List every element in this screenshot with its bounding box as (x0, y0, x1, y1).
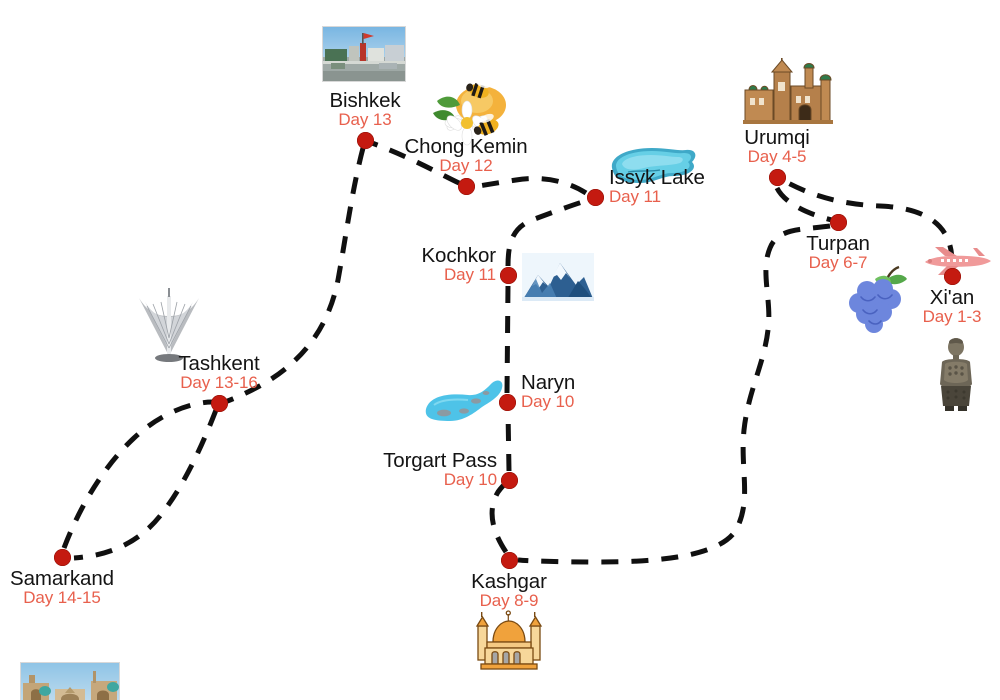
leg-tashkent-samarkand (73, 409, 219, 561)
river-icon (424, 375, 508, 431)
stop-days: Day 11 (443, 265, 496, 285)
stop-days: Day 6-7 (808, 253, 868, 273)
stop-name: Issyk Lake (609, 166, 705, 189)
stop-name: Tashkent (178, 352, 260, 376)
map-marker[interactable] (500, 551, 518, 569)
leg-bishkek-tashkent (221, 147, 366, 406)
stop-label-group: Chong Kemin Day 12 (404, 136, 527, 175)
map-marker[interactable] (210, 394, 228, 412)
leg-turpan-kashgar (517, 223, 831, 565)
stop-name: Xi'an (929, 286, 975, 309)
stop-label-group: Kochkor Day 11 (421, 245, 496, 284)
registan-photo (20, 662, 120, 700)
stop-name: Bishkek (329, 89, 401, 113)
stop-days: Day 13-16 (180, 373, 258, 393)
stop-days: Day 11 (609, 187, 662, 207)
leg-samarkand-tashkent (61, 399, 213, 549)
lake-icon (606, 142, 698, 190)
stop-days: Day 10 (443, 470, 497, 490)
map-marker[interactable] (356, 131, 374, 149)
leg-xian-urumqi (777, 175, 955, 263)
stop-label-group: Issyk Lake Day 11 (609, 167, 705, 206)
stop-name: Kashgar (471, 570, 547, 593)
stop-name: Naryn (521, 371, 576, 394)
map-marker[interactable] (943, 267, 961, 285)
grapes-icon (845, 265, 915, 333)
map-marker[interactable] (768, 168, 786, 186)
map-marker[interactable] (457, 177, 475, 195)
stop-name: Torgart Pass (383, 449, 497, 472)
stop-name: Urumqi (744, 126, 810, 150)
stop-days: Day 13 (338, 110, 392, 130)
stop-label-group: Xi'an Day 1-3 (923, 287, 982, 326)
stop-label-group: Turpan Day 6-7 (806, 233, 870, 272)
stop-label-group: Samarkand Day 14-15 (10, 568, 114, 607)
stop-label-group: Urumqi Day 4-5 (744, 126, 810, 167)
bishkek-square-photo (322, 26, 406, 82)
stop-label-group: Tashkent Day 13-16 (178, 353, 259, 392)
map-marker[interactable] (499, 266, 517, 284)
stop-days: Day 1-3 (922, 307, 982, 327)
leg-chongkemin-bishkek (371, 140, 461, 186)
stop-name: Chong Kemin (404, 135, 528, 159)
stop-label-group: Naryn Day 10 (521, 372, 575, 411)
mosque-tower-icon (743, 58, 833, 124)
terracotta-warrior-icon (932, 336, 980, 412)
stop-days: Day 14-15 (23, 588, 101, 608)
bee-flower-icon (427, 79, 511, 147)
leg-naryn-kochkor (504, 284, 511, 394)
stop-days: Day 10 (521, 392, 575, 412)
tashkent-tower-icon (127, 288, 211, 366)
leg-kashgar-torgart (489, 478, 511, 554)
stop-label-group: Torgart Pass Day 10 (383, 450, 497, 489)
map-marker[interactable] (500, 471, 518, 489)
leg-torgart-naryn (505, 410, 512, 472)
stop-name: Samarkand (10, 567, 114, 590)
stop-name: Turpan (806, 232, 870, 255)
stop-name: Kochkor (421, 244, 496, 267)
mountain-icon (522, 253, 594, 301)
map-marker[interactable] (498, 393, 516, 411)
stop-days: Day 4-5 (747, 147, 807, 167)
mosque-icon (472, 610, 546, 672)
stop-label-group: Kashgar Day 8-9 (471, 571, 547, 610)
map-marker[interactable] (53, 548, 71, 566)
stop-label-group: Bishkek Day 13 (329, 90, 400, 129)
leg-issyk-chongkemin (471, 176, 588, 196)
leg-urumqi-turpan (774, 186, 837, 224)
map-marker[interactable] (586, 188, 604, 206)
map-marker[interactable] (829, 213, 847, 231)
stop-days: Day 8-9 (479, 591, 539, 611)
leg-kochkor-issyk (505, 196, 593, 267)
stop-days: Day 12 (439, 156, 493, 176)
